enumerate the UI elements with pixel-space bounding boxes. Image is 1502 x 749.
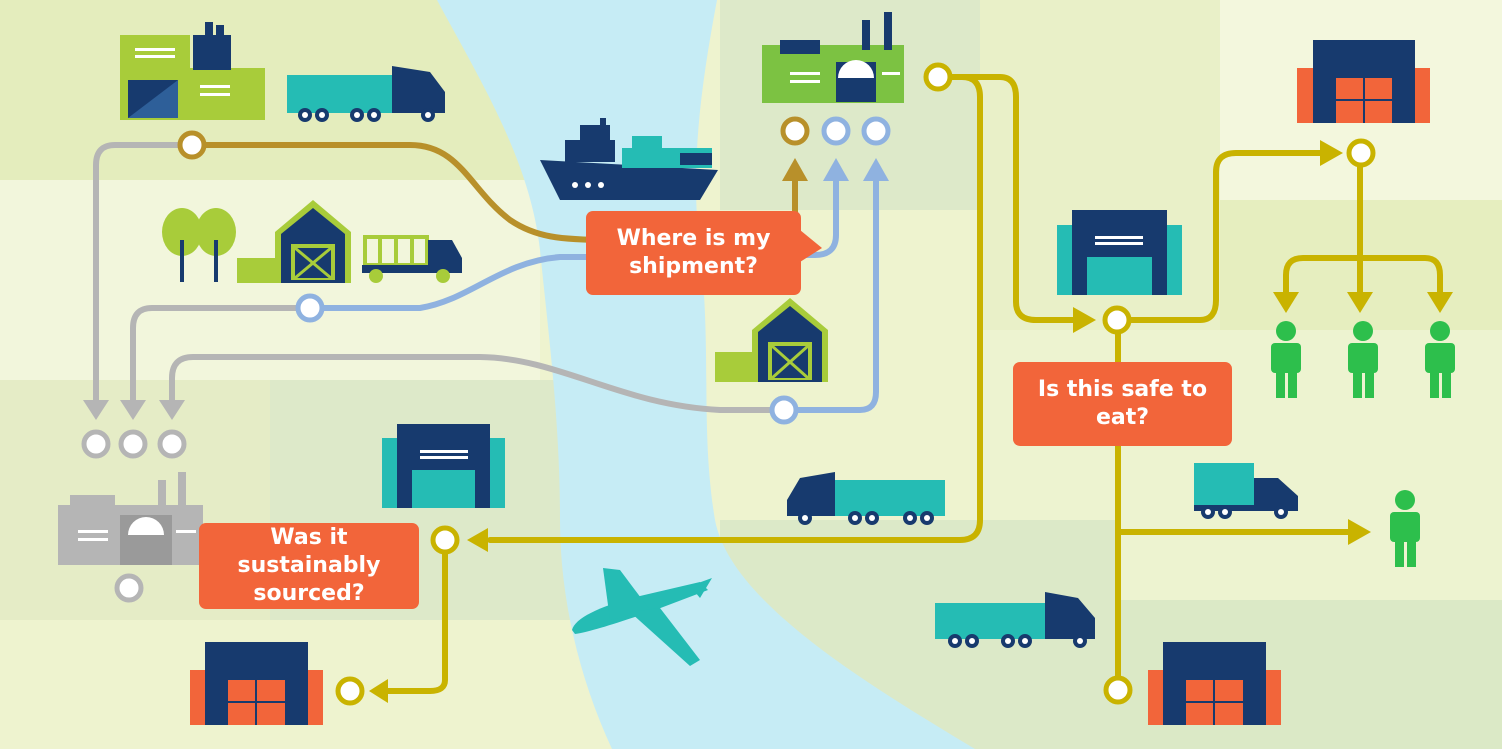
- gold-routes: [382, 74, 1443, 694]
- airplane-icon: [572, 568, 712, 666]
- factory-icon: [58, 472, 203, 565]
- node-icon: [295, 293, 325, 323]
- nodes: [81, 62, 1376, 706]
- blue-arrowheads: [823, 158, 889, 181]
- callout-line: eat?: [1095, 405, 1150, 430]
- warehouse-icon: [190, 642, 323, 725]
- callout-line: sustainably: [237, 553, 381, 578]
- warehouse-icon: [1148, 642, 1281, 725]
- node-icon: [769, 395, 799, 425]
- person-icon: [1425, 321, 1455, 398]
- warehouse-icon: [1297, 40, 1430, 123]
- truck-icon: [1194, 463, 1298, 519]
- callout-line: Was it: [270, 525, 348, 550]
- truck-icon: [935, 592, 1095, 648]
- node-icon: [923, 62, 953, 92]
- callout-line: sourced?: [253, 581, 365, 606]
- person-group: [1271, 321, 1455, 567]
- node-icon: [118, 429, 148, 459]
- truck-icon: [287, 66, 445, 122]
- tree-icon: [162, 208, 236, 282]
- person-icon: [1271, 321, 1301, 398]
- ship-icon: [540, 118, 718, 200]
- node-icon: [1346, 138, 1376, 168]
- gray-routes: [93, 142, 785, 413]
- node-icon: [861, 116, 891, 146]
- callout-where-is-my-shipment: Where is my shipment?: [586, 211, 801, 295]
- truck-icon: [362, 235, 462, 283]
- node-icon: [1103, 675, 1133, 705]
- node-icon: [177, 130, 207, 160]
- callout-line: shipment?: [629, 254, 758, 279]
- warehouse-icon: [1057, 210, 1182, 295]
- callout-line: Where is my: [616, 226, 771, 251]
- factory-icon: [762, 12, 904, 103]
- blue-routes: [321, 175, 879, 413]
- brown-route: [203, 142, 613, 243]
- warehouse-icon: [382, 424, 505, 508]
- brown-arrowhead: [782, 158, 808, 181]
- node-icon: [81, 429, 111, 459]
- node-icon: [1102, 305, 1132, 335]
- node-icon: [430, 525, 460, 555]
- gold-arrowheads: [369, 140, 1453, 703]
- callout-is-this-safe-to-eat: Is this safe to eat?: [1013, 362, 1232, 446]
- node-icon: [157, 429, 187, 459]
- barn-icon: [237, 200, 351, 283]
- node-icon: [114, 573, 144, 603]
- gray-arrowheads: [83, 400, 185, 420]
- node-icon: [335, 676, 365, 706]
- callout-was-it-sustainably-sourced: Was it sustainably sourced?: [199, 523, 419, 609]
- truck-icon: [787, 472, 945, 525]
- person-icon: [1390, 490, 1420, 567]
- node-icon: [821, 116, 851, 146]
- callout-line: Is this safe to: [1037, 377, 1208, 402]
- factory-icon: [120, 22, 265, 120]
- barn-icon: [715, 298, 828, 382]
- callout-tail: [800, 230, 822, 262]
- node-icon: [780, 116, 810, 146]
- person-icon: [1348, 321, 1378, 398]
